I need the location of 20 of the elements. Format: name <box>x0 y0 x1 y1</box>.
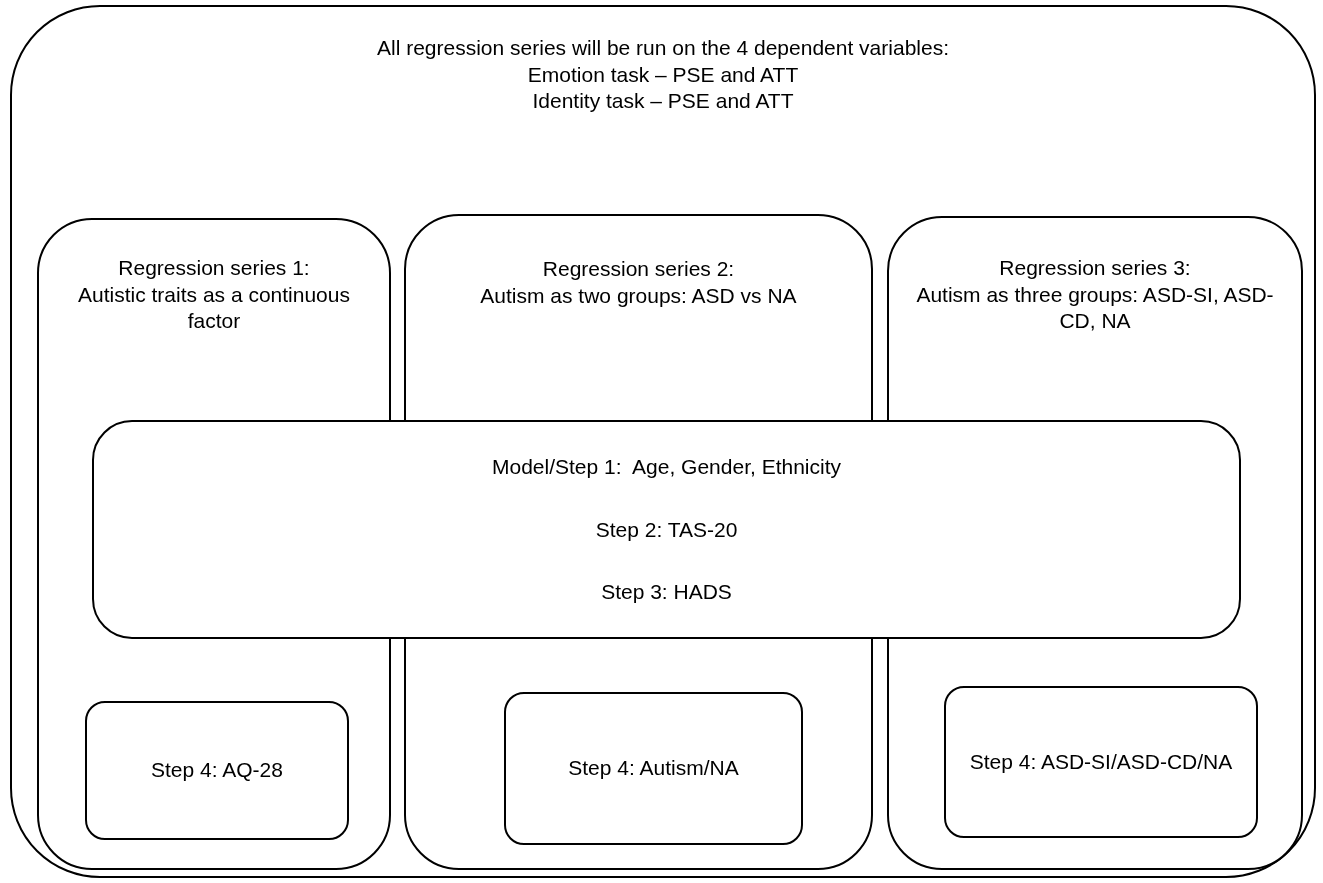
step-box <box>504 692 803 845</box>
step-text: Step 3: HADS <box>601 579 732 606</box>
step-text: Step 4: Autism/NA <box>568 755 739 782</box>
series-description: Autistic traits as a continuous factor <box>77 281 351 335</box>
series-heading: Regression series 1: <box>118 255 310 281</box>
variable-line: Emotion task – PSE and ATT <box>527 61 799 88</box>
outer-panel <box>10 5 1316 878</box>
series-description: Autism as two groups: ASD vs NA <box>480 282 797 309</box>
series-heading: Regression series 3: <box>999 255 1191 281</box>
step-box <box>85 701 349 840</box>
variable-line: Identity task – PSE and ATT <box>532 88 794 115</box>
step-box <box>944 686 1258 838</box>
series-description: Autism as three groups: ASD-SI, ASD-CD, NA <box>915 281 1275 335</box>
step-text: Step 4: ASD-SI/ASD-CD/NA <box>969 748 1233 775</box>
panel-heading: All regression series will be run on the 4 dependent variables: <box>377 35 949 61</box>
step-text: Model/Step 1: Age, Gender, Ethnicity <box>491 454 841 480</box>
model-steps-box <box>92 420 1241 639</box>
step-text: Step 2: TAS-20 <box>595 516 738 543</box>
series-heading: Regression series 2: <box>542 256 735 282</box>
step-text: Step 4: AQ-28 <box>151 757 283 784</box>
